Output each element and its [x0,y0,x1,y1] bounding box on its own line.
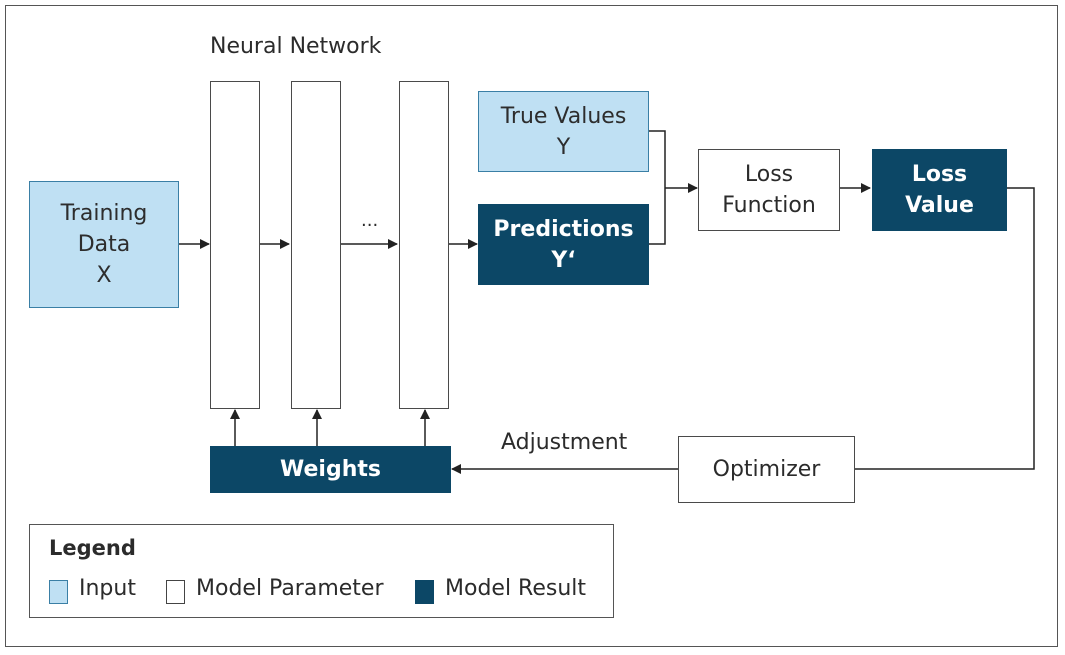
legend-swatch-input [49,580,68,604]
loss-value-line-2: Value [905,193,974,218]
predictions-node: Predictions Y‘ [478,204,649,285]
layer-ellipsis: ... [361,210,379,231]
legend-label-model-result: Model Result [445,576,587,601]
network-layer-3 [399,81,449,409]
loss-value-node: Loss Value [872,149,1007,231]
true-values-node: True Values Y [478,91,649,172]
loss-function-line-1: Loss [744,162,794,187]
legend-swatch-model-result [415,580,434,604]
predictions-line-2: Y‘ [551,247,576,273]
network-layer-1 [210,81,260,409]
optimizer-label: Optimizer [712,457,821,482]
weights-node: Weights [210,446,451,493]
legend-label-model-parameter: Model Parameter [196,576,384,601]
legend-label-input: Input [79,576,136,601]
true-values-line-1: True Values [500,103,627,129]
diagram-frame [5,5,1058,647]
network-layer-2 [291,81,341,409]
adjustment-label: Adjustment [501,430,628,455]
weights-label: Weights [280,457,381,482]
training-data-line-1: Training [60,201,148,226]
predictions-line-1: Predictions [493,216,634,242]
line-lossvalue-to-optimizer [855,187,1035,470]
legend: Legend Input Model Parameter Model Resul… [29,524,614,618]
loss-function-node: Loss Function [698,149,840,231]
true-values-line-2: Y [556,134,571,160]
network-title: Neural Network [210,34,382,59]
legend-title: Legend [49,536,136,560]
legend-swatch-model-parameter [166,580,185,604]
optimizer-node: Optimizer [678,436,855,503]
training-data-line-3: X [96,263,112,288]
loss-value-line-1: Loss [911,162,968,187]
training-data-line-2: Data [77,232,131,257]
training-data-node: Training Data X [29,181,179,308]
line-truevalues-to-merge [649,130,666,245]
loss-function-line-2: Function [722,193,816,218]
